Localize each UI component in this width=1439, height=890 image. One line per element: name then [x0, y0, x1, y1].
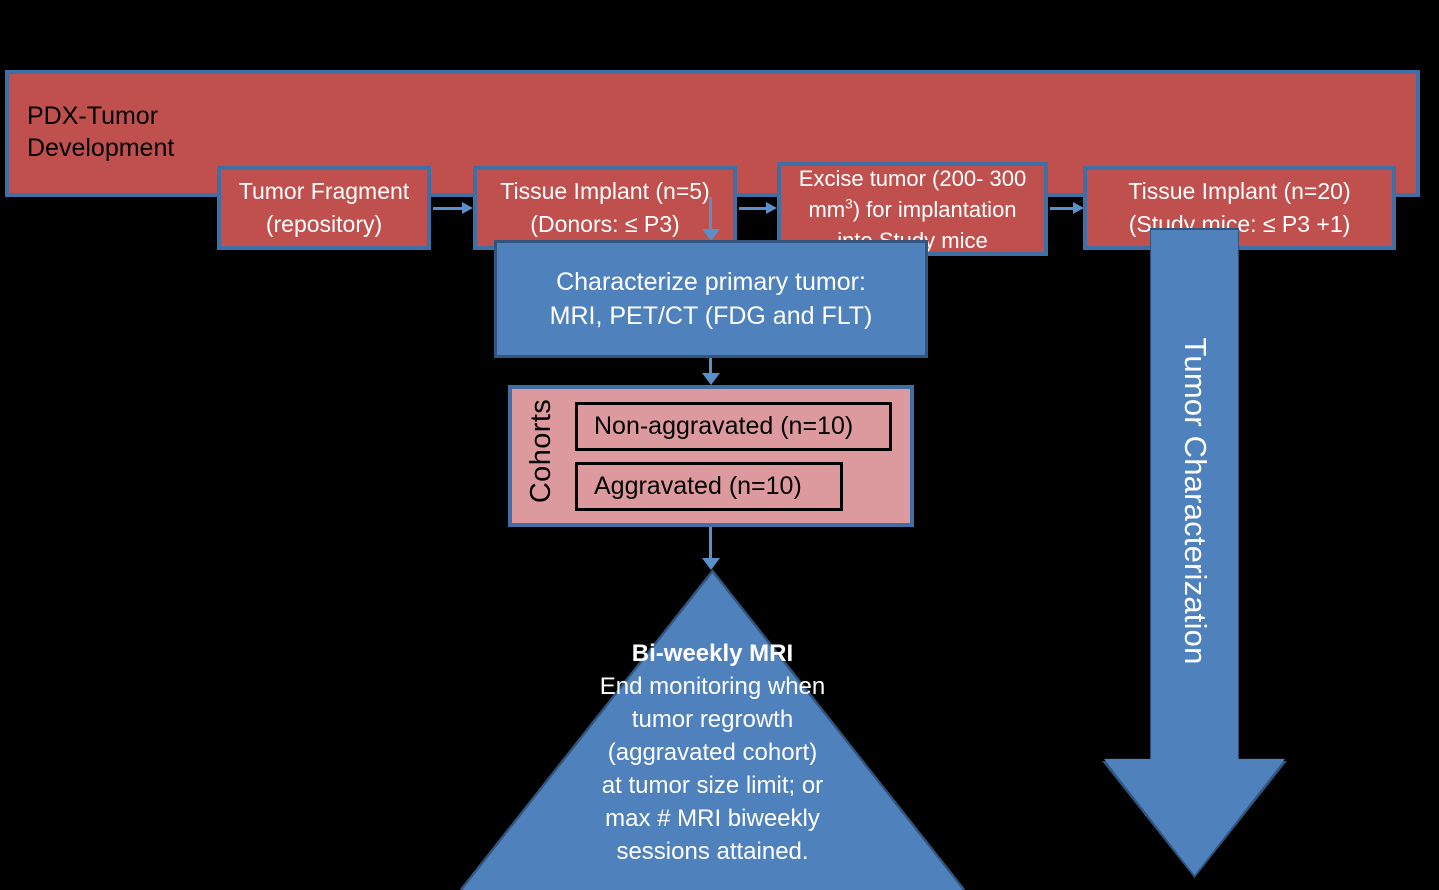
step-excise-line2-pre: mm [808, 196, 846, 222]
characterize-line1: Characterize primary tumor: [556, 268, 866, 296]
step-excise-line1: Excise tumor (200- 300 [798, 165, 1027, 191]
cohort-item-non-aggravated-label: Non-aggravated (n=10) [594, 412, 854, 440]
tumor-characterization-label: Tumor Characterization [1177, 337, 1213, 665]
decision-line-6: sessions attained. [616, 838, 809, 865]
step-study-line1: Tissue Implant (n=20) [1128, 178, 1351, 204]
cohorts-box: Cohorts Non-aggravated (n=10) Aggravated… [508, 385, 914, 527]
step-box-tissue-implant-donors[interactable]: Tissue Implant (n=5) (Donors: ≤ P3) [473, 166, 737, 250]
decision-line-1: End monitoring when [599, 673, 826, 700]
connector-arrow-excise-to-study [1050, 202, 1084, 214]
connector-arrow-donors-to-excise [739, 202, 777, 214]
decision-diamond-text: Bi-weekly MRI End monitoring when tumor … [460, 637, 965, 868]
step-box-tissue-implant-study[interactable]: Tissue Implant (n=20) (Study mice: ≤ P3 … [1083, 166, 1396, 250]
decision-line-2: tumor regrowth [631, 706, 794, 733]
banner-title-line2: Development [27, 134, 175, 162]
cohort-item-aggravated[interactable]: Aggravated (n=10) [575, 462, 843, 511]
pdx-tumor-development-banner: PDX-Tumor Development Tumor Fragment (re… [5, 70, 1420, 256]
banner-title-line1: PDX-Tumor [27, 102, 159, 130]
decision-diamond[interactable]: Bi-weekly MRI End monitoring when tumor … [460, 569, 965, 890]
decision-line-3: (aggravated cohort) [607, 739, 818, 766]
connector-arrow-characterize-to-cohorts [701, 358, 720, 385]
step-excise-line2-post: ) for implantation [852, 196, 1017, 222]
step-box-excise-tumor[interactable]: Excise tumor (200- 300 mm3) for implanta… [777, 162, 1048, 256]
step-donors-line1: Tissue Implant (n=5) [500, 178, 710, 204]
characterize-line2: MRI, PET/CT (FDG and FLT) [549, 302, 873, 330]
cohort-item-non-aggravated[interactable]: Non-aggravated (n=10) [575, 402, 892, 451]
tumor-characterization-arrow: Tumor Characterization [1102, 228, 1287, 878]
connector-arrow-banner-to-characterize [701, 197, 720, 241]
step-excise-superscript: 3 [845, 196, 853, 212]
decision-heading: Bi-weekly MRI [631, 640, 794, 667]
decision-line-5: max # MRI biweekly [605, 805, 820, 832]
step-tumor-fragment-line2: (repository) [265, 211, 383, 237]
cohorts-label: Cohorts [525, 398, 557, 504]
connector-arrow-cohorts-to-decision [701, 527, 720, 570]
banner-title: PDX-Tumor Development [27, 100, 217, 164]
step-excise-line2: mm3) for implantation [787, 194, 1038, 225]
step-box-tumor-fragment[interactable]: Tumor Fragment (repository) [217, 166, 431, 250]
connector-arrow-fragment-to-donors [433, 202, 473, 214]
step-donors-line2: (Donors: ≤ P3) [530, 211, 680, 237]
characterize-primary-tumor-box[interactable]: Characterize primary tumor: MRI, PET/CT … [494, 240, 928, 358]
cohort-item-aggravated-label: Aggravated (n=10) [594, 472, 802, 500]
step-tumor-fragment-line1: Tumor Fragment [238, 178, 410, 204]
decision-line-4: at tumor size limit; or [601, 772, 824, 799]
